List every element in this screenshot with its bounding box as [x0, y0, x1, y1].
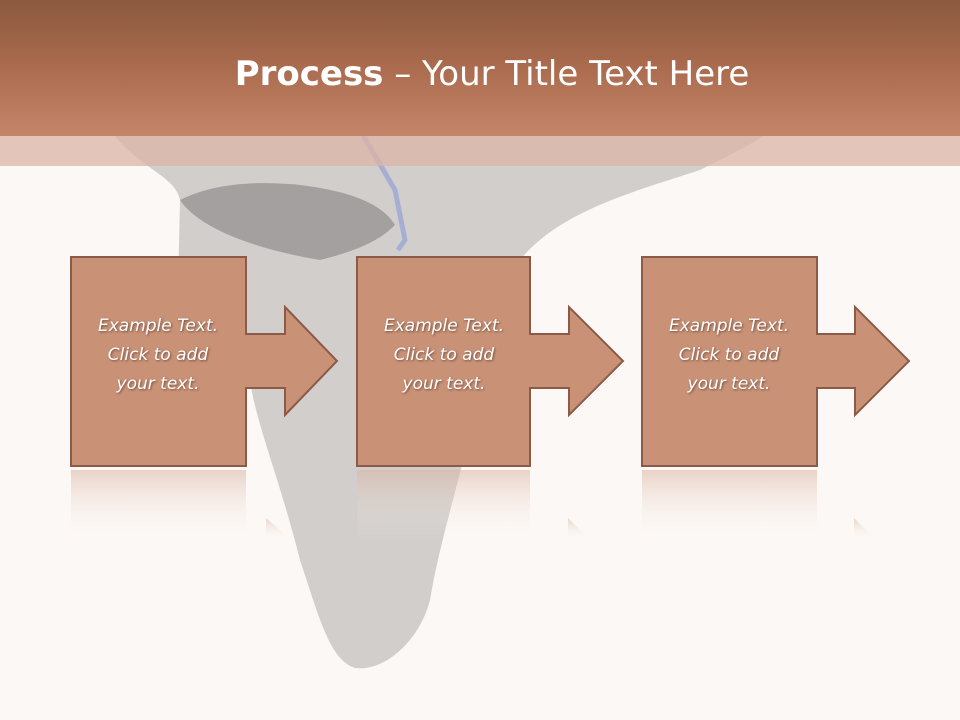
process-step-3[interactable]: Example Text. Click to add your text.: [641, 256, 931, 468]
slide-title[interactable]: Process – Your Title Text Here: [0, 52, 960, 96]
title-rest: – Your Title Text Here: [383, 54, 750, 94]
step-reflection: [357, 470, 584, 540]
title-bar: [0, 0, 960, 136]
step-label: Example Text. Click to add your text.: [383, 316, 505, 394]
title-strip: [0, 136, 960, 166]
arrow-box-shape: [70, 256, 339, 467]
step-label: Example Text. Click to add your text.: [97, 316, 219, 394]
step-reflection: [642, 470, 870, 540]
step-label: Example Text. Click to add your text.: [668, 316, 790, 394]
title-bold: Process: [234, 54, 384, 94]
process-step-1[interactable]: Example Text. Click to add your text.: [70, 256, 360, 468]
arrow-box-shape: [356, 256, 625, 467]
process-step-2[interactable]: Example Text. Click to add your text.: [356, 256, 646, 468]
step-reflection: [71, 470, 285, 540]
arrow-box-shape: [641, 256, 911, 467]
